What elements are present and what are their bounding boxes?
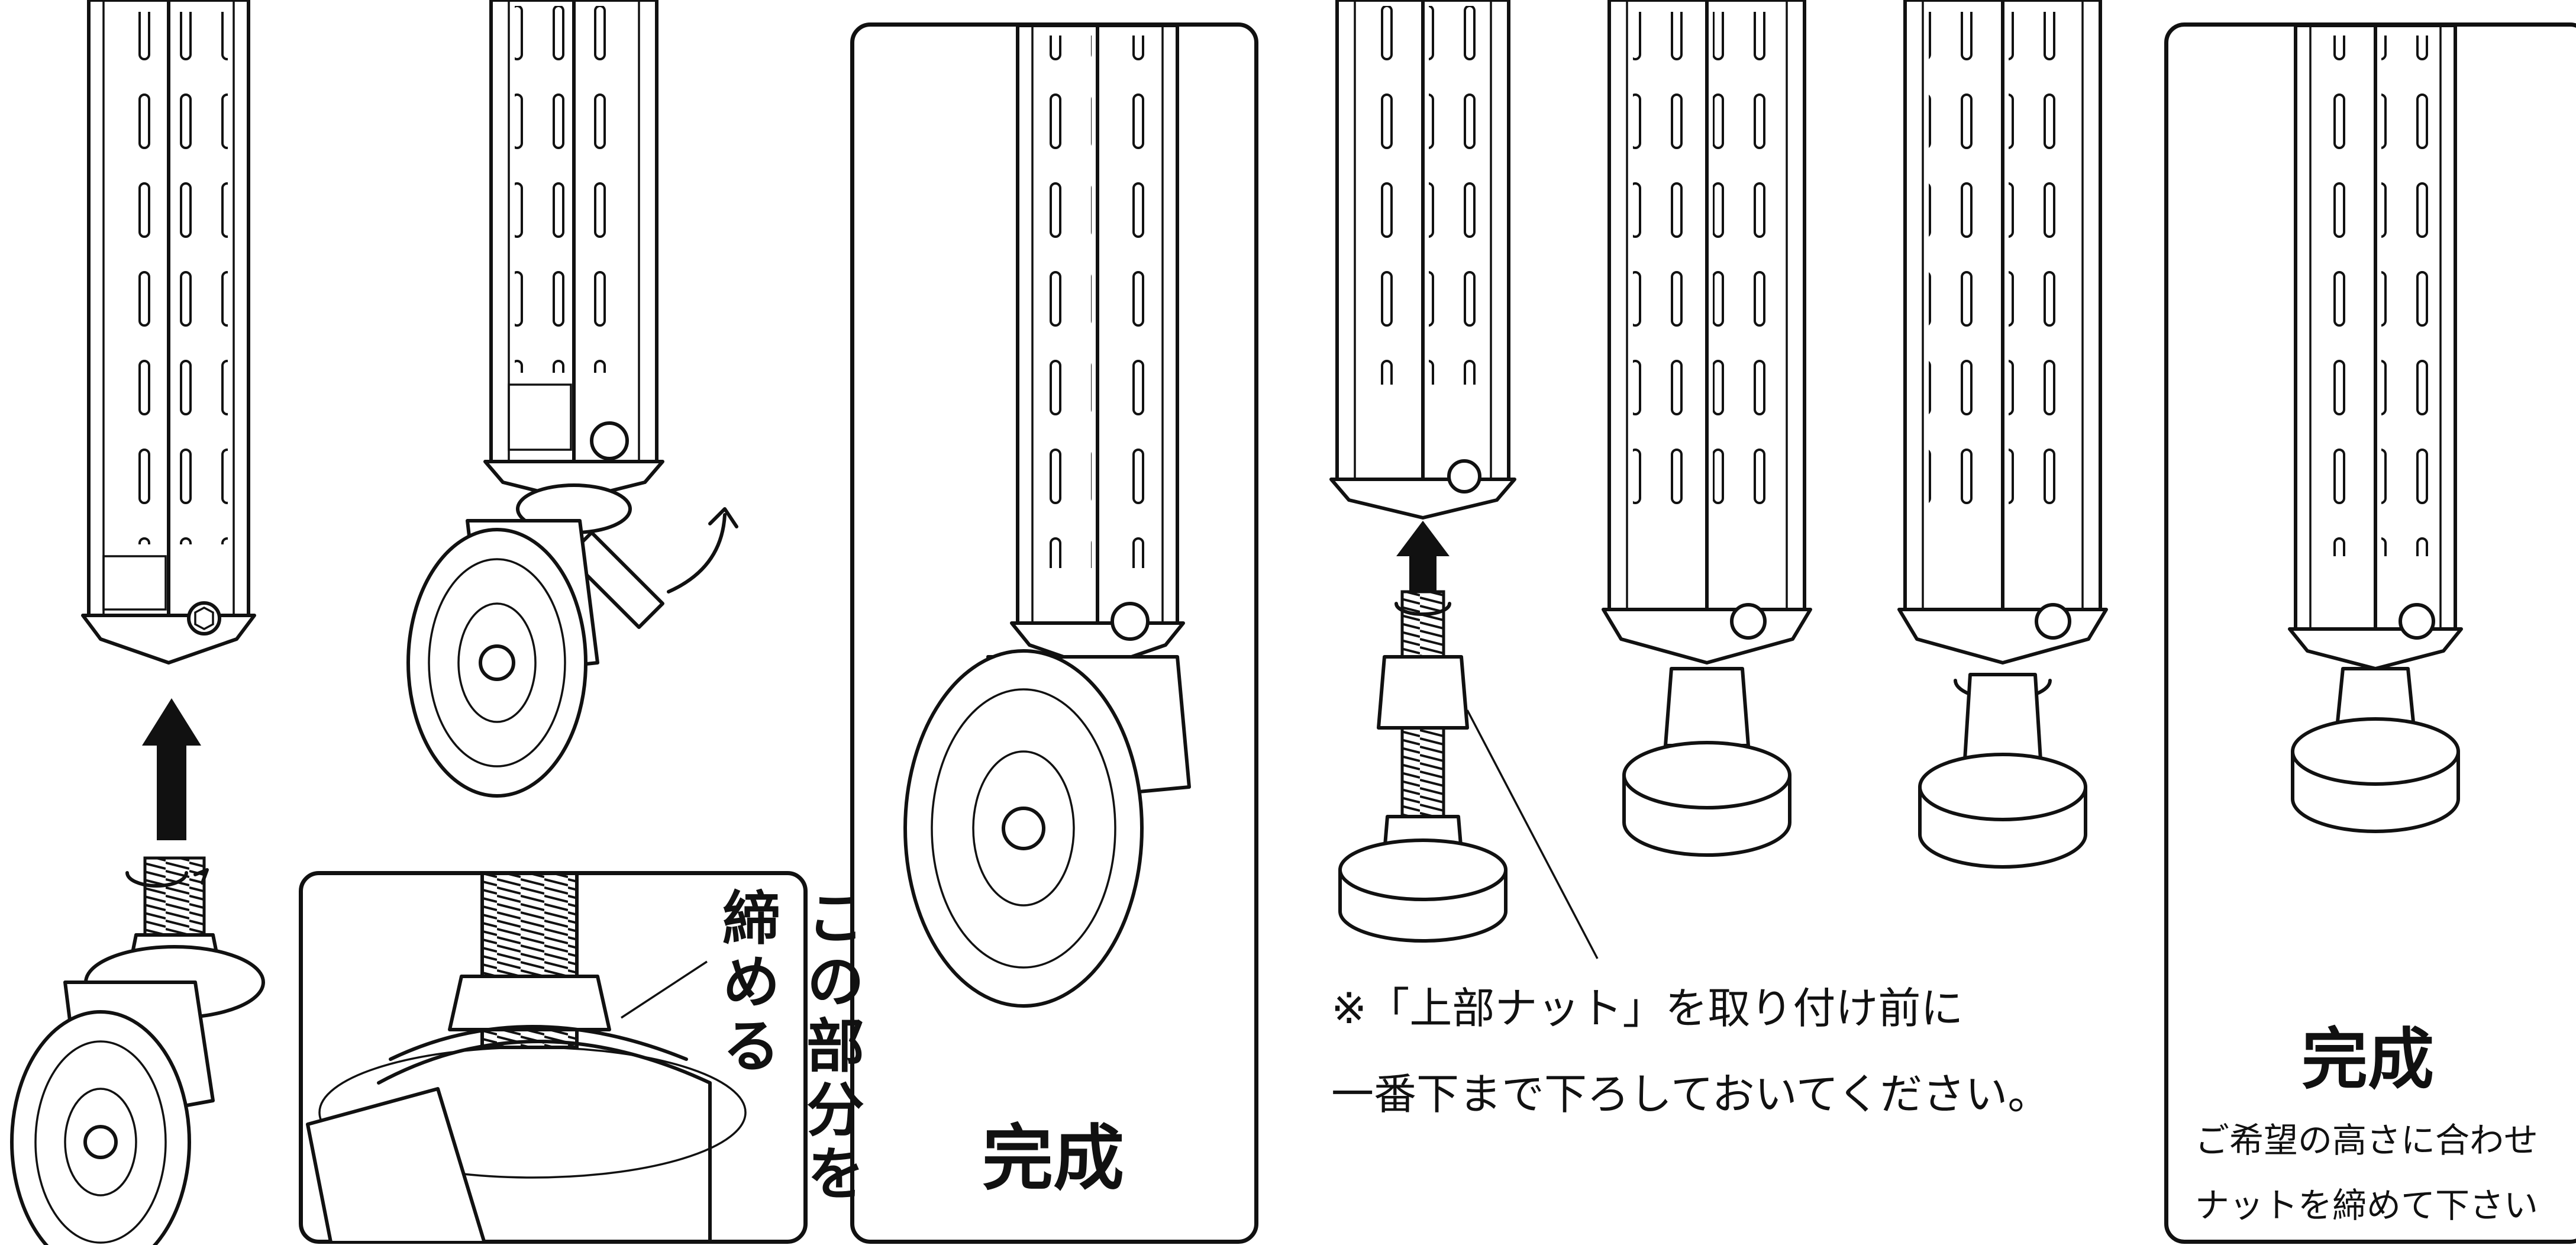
up-arrow-icon <box>142 698 201 840</box>
caster-complete-label: 完成 <box>982 1118 1124 1200</box>
up-arrow-icon <box>1396 521 1450 592</box>
adjuster-instruction-line-2: ナットを締めて下さい <box>2195 1185 2539 1225</box>
post-4 <box>1329 0 1516 520</box>
adjuster-4 <box>1338 590 1507 943</box>
post-5 <box>1602 0 1812 857</box>
inset-detail <box>306 874 747 1241</box>
caster-2 <box>406 483 664 798</box>
note-line-1: ※「上部ナット」を取り付け前に <box>1331 983 1964 1033</box>
note-line-2: 一番下まで下ろしておいてください。 <box>1331 1069 2051 1119</box>
inset-caption: この部分を締める <box>712 888 864 1207</box>
post-1 <box>81 0 256 665</box>
adjuster-complete-drawing <box>2288 25 2463 833</box>
note-leader-line <box>1466 709 1599 959</box>
adjuster-complete-label: 完成 <box>2301 1021 2434 1098</box>
post-6 <box>1897 0 2108 869</box>
adjuster-instruction-line-1: ご希望の高さに合わせ <box>2195 1120 2539 1160</box>
inset-leader-line <box>621 960 708 1019</box>
caster-1 <box>10 856 265 1245</box>
post-2 <box>483 0 664 502</box>
caster-complete-drawing <box>903 25 1191 1008</box>
rotate-arrowhead-icon <box>708 507 738 528</box>
rotate-arrow-icon <box>667 513 727 594</box>
